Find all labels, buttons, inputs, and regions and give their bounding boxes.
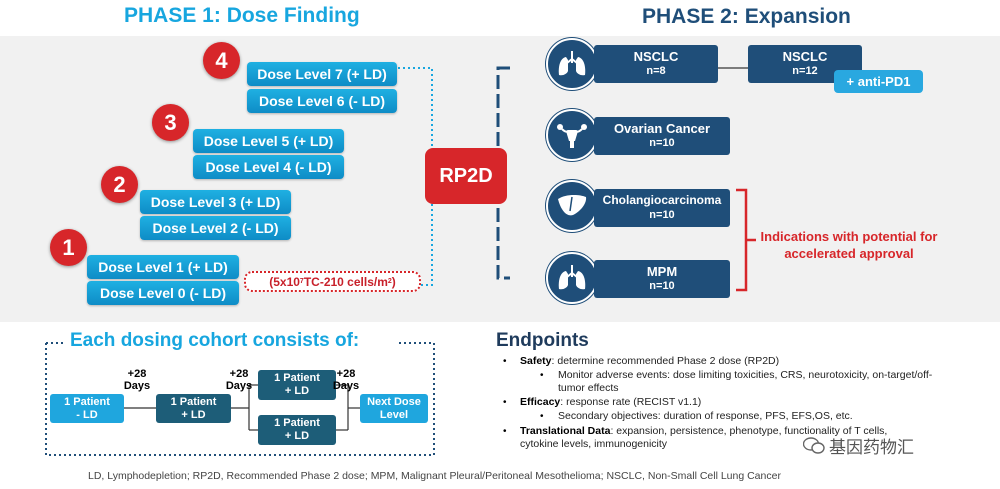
indication-cholangiocarcinoma: Cholangiocarcinoma n=10 bbox=[594, 189, 730, 227]
dose-level-6: Dose Level 6 (- LD) bbox=[247, 89, 397, 113]
dose-level-2: Dose Level 2 (- LD) bbox=[140, 216, 291, 240]
indication-ovarian-cancer: Ovarian Cancer n=10 bbox=[594, 117, 730, 155]
cohort-title: Each dosing cohort consists of: bbox=[66, 330, 364, 352]
step-2-badge: 2 bbox=[101, 166, 138, 203]
dose-level-3: Dose Level 3 (+ LD) bbox=[140, 190, 291, 214]
endpoint-translational-cont: cytokine levels, immunogenicity bbox=[520, 438, 668, 450]
endpoint-safety: Safety: determine recommended Phase 2 do… bbox=[520, 355, 780, 367]
step-4-badge: 4 bbox=[203, 42, 240, 79]
endpoint-efficacy-sub: Secondary objectives: duration of respon… bbox=[558, 410, 853, 422]
step-1-badge: 1 bbox=[50, 229, 87, 266]
dose-level-1: Dose Level 1 (+ LD) bbox=[87, 255, 239, 279]
watermark: 基因药物汇 bbox=[803, 433, 914, 458]
dose-level-0: Dose Level 0 (- LD) bbox=[87, 281, 239, 305]
uterus-icon bbox=[546, 109, 598, 161]
cohort-patient-plus-ld-a: 1 Patient+ LD bbox=[258, 370, 336, 400]
phase2-title: PHASE 2: Expansion bbox=[642, 5, 851, 28]
phase1-title: PHASE 1: Dose Finding bbox=[124, 4, 360, 27]
endpoint-efficacy: Efficacy: response rate (RECIST v1.1) bbox=[520, 396, 702, 408]
anti-pd1-combo-badge: + anti-PD1 bbox=[834, 70, 923, 93]
dose-level-4: Dose Level 4 (- LD) bbox=[193, 155, 344, 179]
liver-icon bbox=[546, 180, 598, 232]
cohort-patient-plus-ld-b: 1 Patient+ LD bbox=[258, 415, 336, 445]
footnote: LD, Lymphodepletion; RP2D, Recommended P… bbox=[88, 470, 781, 482]
bullet-dot: • bbox=[503, 426, 507, 437]
indication-nsclc-mono: NSCLC n=8 bbox=[594, 45, 718, 83]
endpoint-safety-sub-cont: tumor effects bbox=[558, 382, 619, 394]
bullet-dot: • bbox=[540, 411, 544, 422]
step-3-badge: 3 bbox=[152, 104, 189, 141]
bullet-dot: • bbox=[540, 370, 544, 381]
accelerated-approval-note: Indications with potential for accelerat… bbox=[760, 229, 938, 261]
dose-level-5: Dose Level 5 (+ LD) bbox=[193, 129, 344, 153]
rp2d-badge: RP2D bbox=[425, 148, 507, 204]
endpoint-translational: Translational Data: expansion, persisten… bbox=[520, 425, 888, 437]
endpoint-safety-sub: Monitor adverse events: dose limiting to… bbox=[558, 369, 933, 381]
bullet-dot: • bbox=[503, 397, 507, 408]
wechat-icon bbox=[803, 436, 825, 454]
lungs-icon bbox=[546, 38, 598, 90]
cohort-patient-minus-ld: 1 Patient- LD bbox=[50, 394, 124, 423]
indication-mpm: MPM n=10 bbox=[594, 260, 730, 298]
endpoints-title: Endpoints bbox=[496, 330, 589, 351]
bullet-dot: • bbox=[503, 356, 507, 367]
cohort-patient-plus-ld: 1 Patient+ LD bbox=[156, 394, 231, 423]
dose-level-7: Dose Level 7 (+ LD) bbox=[247, 62, 397, 86]
lungs-icon bbox=[546, 252, 598, 304]
